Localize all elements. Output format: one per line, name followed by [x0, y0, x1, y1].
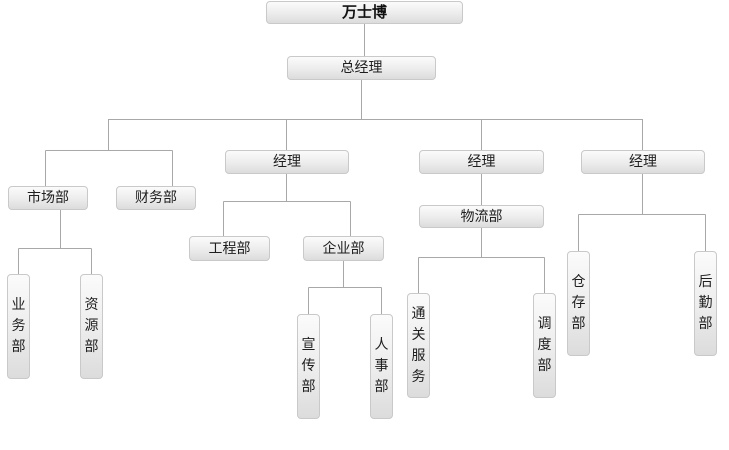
node-label-char: 资: [84, 297, 99, 313]
node-label-char: 部: [301, 379, 316, 395]
node-label-char: 后: [698, 274, 713, 290]
node-label-char: 业: [11, 297, 26, 313]
node-label-char: 存: [571, 295, 586, 311]
node-manager-3: 经理: [419, 150, 544, 174]
node-label-char: 宣: [301, 337, 316, 353]
node-label-char: 关: [411, 326, 426, 343]
node-label-char: 部: [11, 339, 26, 355]
node-manager-2: 经理: [225, 150, 349, 174]
node-warehouse-dept: 仓存部: [567, 251, 590, 356]
node-finance-dept: 财务部: [116, 186, 196, 210]
node-resource-dept: 资源部: [80, 274, 103, 379]
node-general-manager: 总经理: [287, 56, 436, 80]
node-label-char: 服: [411, 347, 426, 364]
node-label-char: 部: [84, 339, 99, 355]
node-customs-service: 通关服务: [407, 293, 430, 398]
node-label-char: 部: [698, 316, 713, 332]
node-label-char: 务: [11, 318, 26, 334]
node-label-char: 事: [374, 358, 389, 374]
node-manager-4: 经理: [581, 150, 705, 174]
node-dispatch-dept: 调度部: [533, 293, 556, 398]
node-label-char: 通: [411, 305, 426, 322]
node-label-char: 部: [537, 358, 552, 374]
node-logistics-dept: 物流部: [419, 205, 544, 228]
node-publicity-dept: 宣传部: [297, 314, 320, 419]
node-label-char: 务: [411, 368, 426, 385]
node-engineering-dept: 工程部: [189, 236, 270, 261]
node-label-char: 勤: [698, 295, 713, 311]
node-label-char: 仓: [571, 274, 586, 290]
node-label-char: 人: [374, 337, 389, 353]
node-hr-dept: 人事部: [370, 314, 393, 419]
node-label-char: 源: [84, 318, 99, 334]
node-label-char: 部: [571, 316, 586, 332]
node-market-dept: 市场部: [8, 186, 88, 210]
node-enterprise-dept: 企业部: [303, 236, 384, 261]
node-label-char: 部: [374, 379, 389, 395]
node-label-char: 调: [537, 316, 552, 332]
node-logistics-support-dept: 后勤部: [694, 251, 717, 356]
node-label-char: 度: [537, 337, 552, 353]
node-root: 万士博: [266, 1, 463, 24]
node-business-dept: 业务部: [7, 274, 30, 379]
node-label-char: 传: [301, 358, 316, 374]
